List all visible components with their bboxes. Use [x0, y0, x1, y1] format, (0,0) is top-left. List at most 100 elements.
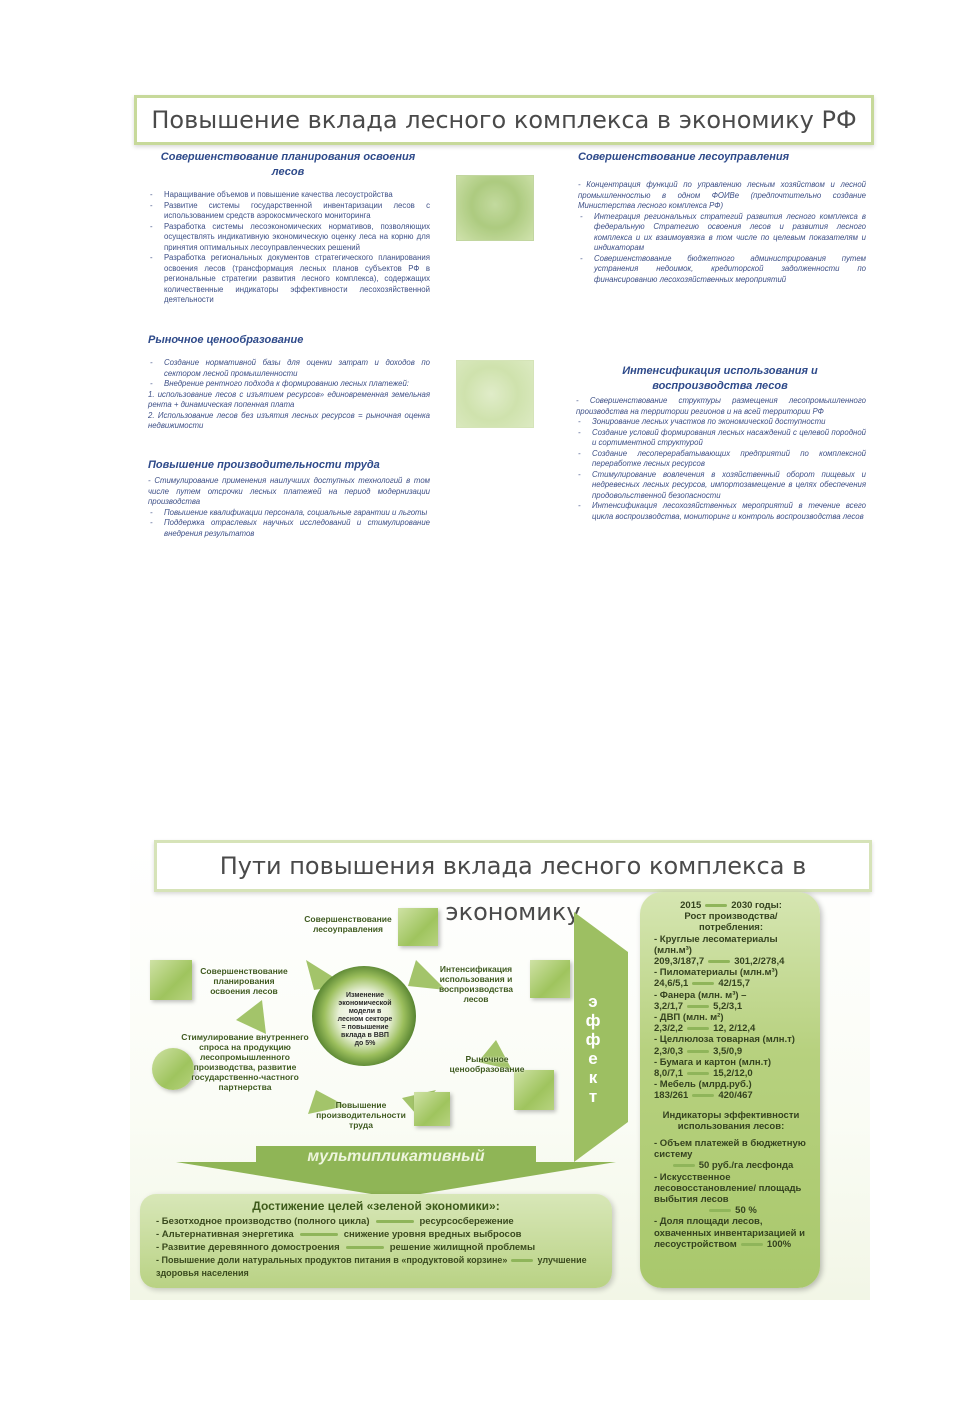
list-item: Создание нормативной базы для оценки зат… — [148, 358, 430, 379]
management-heading: Совершенствование лесоуправления — [578, 151, 790, 163]
list-item: Стимулирование вовлечения в хозяйственны… — [576, 470, 866, 502]
list-item: 2. Использование лесов без изъятия лесны… — [148, 410, 430, 431]
node-management: Совершенствование лесоуправления — [304, 914, 392, 934]
indicator-item: - Доля площади лесов, охваченных инвента… — [654, 1216, 808, 1250]
node-intensification: Интенсификация использования и воспроизв… — [438, 964, 514, 1004]
list-item: Создание лесоперерабатывающих предприяти… — [576, 449, 866, 470]
list-item: - Совершенствование структуры размещения… — [576, 396, 866, 416]
list-item: - Концентрация функций по управлению лес… — [578, 180, 866, 210]
goal-right: снижение уровня вредных выбросов — [343, 1229, 522, 1240]
node-productivity: Повышение производительности труда — [316, 1100, 406, 1130]
list-item: Повышение квалификации персонала, социал… — [148, 508, 430, 519]
goal-left: - Безотходное производство (полного цикл… — [156, 1216, 370, 1227]
effect-letter: ф — [585, 1011, 601, 1030]
year-from: 2015 — [680, 900, 702, 911]
russia-map-image — [456, 360, 534, 428]
planning-icon — [150, 960, 192, 1000]
pricing-heading: Рыночное ценообразование — [148, 334, 304, 346]
arrow-dash — [705, 903, 728, 907]
indicator-value: 50 руб./га лесфонда — [698, 1160, 794, 1172]
hub-circle — [312, 966, 416, 1066]
effect-letter: т — [588, 1087, 598, 1106]
effect-letters: э ф ф е к т — [578, 992, 608, 1106]
list-item: Создание условий формирования лесных нас… — [576, 428, 866, 449]
product-name: - ДВП (млн. м²) — [654, 1012, 724, 1024]
planning-heading: Совершенствование планирования освоения … — [160, 151, 416, 178]
effect-letter: э — [588, 992, 598, 1011]
slide-1-title: Повышение вклада лесного комплекса в эко… — [134, 95, 874, 145]
intensification-icon — [530, 960, 570, 998]
goal-right: улучшение здоровья населения — [156, 1255, 587, 1278]
list-item: 1. использование лесов с изъятием ресурс… — [148, 389, 430, 410]
goal-left: - Развитие деревянного домостроения — [156, 1242, 340, 1253]
arrow-dash — [511, 1259, 534, 1263]
indicator-text: - Доля площади лесов, охваченных инвента… — [654, 1216, 805, 1250]
intensification-heading: Интенсификация использования и воспроизв… — [622, 365, 818, 392]
intensification-list: - Совершенствование структуры размещения… — [576, 396, 866, 522]
node-demand: Стимулирование внутреннего спроса на про… — [181, 1032, 309, 1092]
effect-letter: к — [588, 1068, 598, 1087]
effect-arrow — [566, 912, 636, 1162]
product-name: - Фанера (млн. м³) – — [654, 989, 747, 1001]
goals-rows: - Безотходное производство (полного цикл… — [140, 1213, 612, 1280]
slide-2-title-text: Пути повышения вклада лесного комплекса … — [219, 852, 807, 926]
productivity-icon — [414, 1092, 450, 1126]
product-name: - Мебель (млрд.руб.) — [654, 1079, 752, 1091]
indicator-value: 100% — [766, 1238, 792, 1250]
multiplier-label: мультипликативный — [307, 1148, 485, 1165]
indicator-text: - Объем платежей в бюджетную систему — [654, 1138, 806, 1161]
product-name: - Целлюлоза товарная (млн.т) — [654, 1034, 795, 1046]
indicator-value-row: 50 руб./га лесфонда — [654, 1160, 808, 1171]
productivity-heading: Повышение производительности труда — [148, 459, 380, 471]
slide-2-title: Пути повышения вклада лесного комплекса … — [154, 840, 872, 926]
indicator-value: 50 % — [735, 1205, 757, 1217]
indicator-item: - Объем платежей в бюджетную систему 50 … — [654, 1138, 808, 1172]
management-icon — [398, 908, 438, 946]
product-name: - Круглые лесоматериалы (млн.м³) — [654, 933, 778, 956]
list-item: Интеграция региональных стратегий развит… — [578, 212, 866, 254]
indicator-value-row: 50 % — [654, 1205, 808, 1216]
productivity-list: - Стимулирование применения наилучших до… — [148, 476, 430, 539]
year-to: 2030 годы: — [731, 900, 782, 911]
list-item: Наращивание объемов и повышение качества… — [148, 190, 430, 201]
product-item: - Круглые лесоматериалы (млн.м³) 209,3/1… — [654, 934, 808, 968]
years-row: 2015 2030 годы: — [654, 900, 808, 911]
list-item: Поддержка отраслевых научных исследовани… — [148, 518, 430, 539]
list-item: - Стимулирование применения наилучших до… — [148, 476, 430, 506]
effect-letter: е — [588, 1049, 598, 1068]
goals-heading: Достижение целей «зеленой экономики»: — [252, 1199, 500, 1213]
list-item: Совершенствование бюджетного администрир… — [578, 254, 866, 286]
list-item: Внедрение рентного подхода к формировани… — [148, 379, 430, 390]
goal-right: ресурсосбережение — [419, 1216, 514, 1227]
goal-row: - Повышение доли натуральных продуктов п… — [156, 1254, 602, 1280]
effect-arrow-svg — [574, 912, 628, 1162]
node-pricing: Рыночное ценообразование — [449, 1054, 525, 1074]
multiplier-arrow — [176, 1140, 616, 1200]
goal-row: - Безотходное производство (полного цикл… — [156, 1215, 602, 1228]
product-name: - Бумага и картон (млн.т) — [654, 1056, 772, 1068]
multiplier-arrow-svg — [176, 1146, 616, 1198]
indicator-item: - Искусственное лесовосстановление/ площ… — [654, 1172, 808, 1217]
node-planning: Совершенствование планирования освоения … — [200, 966, 288, 996]
slide-1-title-text: Повышение вклада лесного комплекса в эко… — [151, 106, 857, 134]
product-name: - Пиломатериалы (млн.м³) — [654, 967, 778, 979]
pricing-list: Создание нормативной базы для оценки зат… — [148, 358, 430, 432]
indicators-heading: Индикаторы эффективности использования л… — [662, 1109, 800, 1132]
list-item: Разработка региональных документов страт… — [148, 253, 430, 306]
pricing-chart-icon — [514, 1070, 554, 1110]
management-list: - Концентрация функций по управлению лес… — [578, 180, 866, 285]
